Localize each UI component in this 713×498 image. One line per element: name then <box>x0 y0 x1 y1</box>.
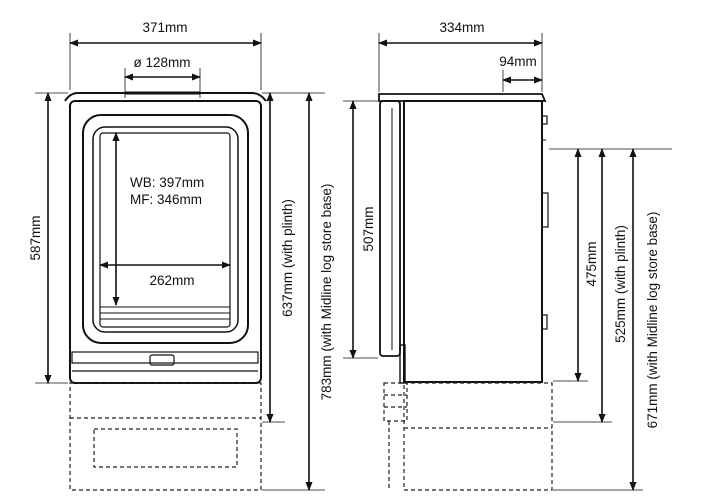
front-log-store-height-label: 783mm (with Midline log store base) <box>319 184 334 401</box>
front-height-label: 587mm <box>28 215 43 260</box>
side-log-store-base <box>383 382 553 491</box>
side-view: 334mm 94mm 507mm 475mm 525mm (with plint… <box>343 20 672 491</box>
side-stove-body <box>378 93 549 384</box>
glass-label-line2: MF: 346mm <box>130 192 202 207</box>
front-view: 371mm ø 128mm 587mm WB: 397mm MF: 346mm … <box>28 20 334 491</box>
side-flue-offset-label: 94mm <box>499 54 537 69</box>
side-height-label: 507mm <box>361 206 376 251</box>
front-flue-label: ø 128mm <box>133 55 190 70</box>
front-stove-body <box>64 91 267 384</box>
side-flue-height-label: 475mm <box>584 241 599 286</box>
side-plinth-flue-height-label: 525mm (with plinth) <box>613 225 628 343</box>
front-log-store-base <box>69 382 262 491</box>
front-plinth-height-label: 637mm (with plinth) <box>280 199 295 317</box>
side-depth-label: 334mm <box>439 20 484 35</box>
front-width-label: 371mm <box>142 20 187 35</box>
glass-label-line1: WB: 397mm <box>130 175 204 190</box>
side-log-store-flue-height-label: 671mm (with Midline log store base) <box>645 212 660 429</box>
front-glass-width-label: 262mm <box>149 273 194 288</box>
front-air-control <box>71 351 259 372</box>
front-door <box>82 114 249 344</box>
